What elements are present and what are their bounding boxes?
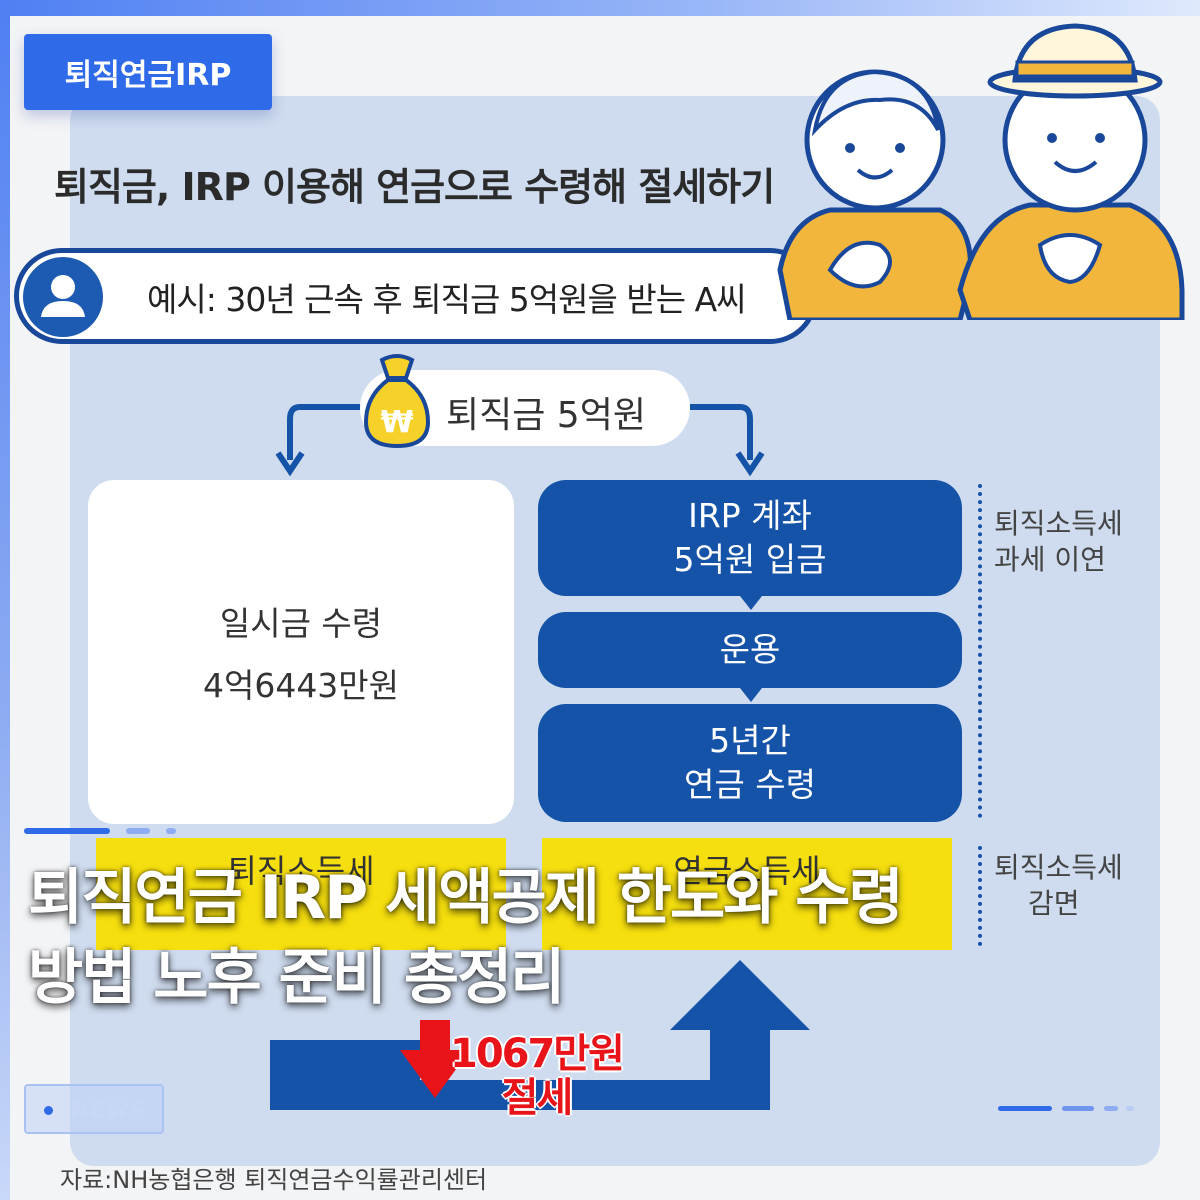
irp-step-2-line1: 운용 [719,630,781,669]
tax-savings-label: 1067만원 절세 [450,1031,625,1121]
severance-pay-label: 퇴직금 5억원 [446,395,646,436]
side-note-2-line1: 퇴직소득세 [994,851,1123,884]
top-accent-bar [0,0,1200,16]
pension-tax-box: 연금소득세 [542,838,952,950]
headline-line-2: 방법 노후 준비 총정리 [28,943,565,1013]
side-note-1-line2: 과세 이연 [994,543,1106,576]
source-caption: 자료:NH농협은행 퇴직연금수익률관리센터 [60,1166,488,1194]
seniors-illustration [777,23,1185,320]
example-text: 예시: 30년 근속 후 퇴직금 5억원을 받는 A씨 [147,280,747,319]
tax-deferral-note: 퇴직소득세 과세 이연 [994,506,1123,578]
irp-deposit-step: IRP 계좌 5억원 입금 [538,480,962,596]
pager-indicator[interactable] [1104,1106,1118,1111]
carousel-indicator[interactable] [126,828,150,834]
pager-indicator[interactable] [1126,1106,1134,1111]
dotted-divider [978,846,982,946]
tax-savings-arrows [270,960,810,1110]
money-bag-icon: ₩ [363,354,431,449]
side-note-2-line2: 감면 [1028,887,1080,920]
lump-sum-amount: 4억6443만원 [202,666,400,705]
split-arrows [275,404,765,477]
dotted-divider [978,484,982,818]
severance-pay-pill: ₩ 퇴직금 5억원 [360,354,690,449]
example-banner: 예시: 30년 근속 후 퇴직금 5억원을 받는 A씨 [14,248,818,344]
severance-tax-label: 퇴직소득세 [227,852,375,890]
irp-step-1-line1: IRP 계좌 [688,496,812,535]
side-note-1-line1: 퇴직소득세 [994,507,1123,540]
tax-reduction-note: 퇴직소득세 감면 [994,850,1123,922]
pension-tax-label: 연금소득세 [673,852,821,890]
news-tag[interactable]: NEWS [24,1084,164,1134]
tax-savings-amount: 1067만원 [450,1031,625,1077]
step-connector [740,688,762,702]
tax-savings-caption: 절세 [501,1075,574,1121]
pager-indicator[interactable] [1062,1106,1094,1111]
article-headline: 퇴직연금 IRP 세액공제 한도와 수령 방법 노후 준비 총정리 [28,858,904,1018]
news-label: NEWS [70,1098,149,1122]
left-accent-bar [0,0,10,1200]
category-badge[interactable]: 퇴직연금IRP [24,34,272,110]
person-icon [23,257,103,337]
pager-indicator-active[interactable] [998,1106,1052,1111]
news-dot-icon [44,1106,53,1115]
irp-invest-step: 운용 [538,612,962,688]
carousel-indicator[interactable] [166,828,176,834]
irp-step-1-line2: 5억원 입금 [673,540,827,579]
lump-sum-title: 일시금 수령 [219,604,383,643]
irp-step-3-line1: 5년간 [709,721,791,760]
infographic-title: 퇴직금, IRP 이용해 연금으로 수령해 절세하기 [54,165,775,209]
step-connector [740,596,762,610]
severance-tax-box: 퇴직소득세 [96,838,506,950]
carousel-indicator-active[interactable] [24,828,110,834]
lump-sum-box: 일시금 수령 4억6443만원 [88,480,514,824]
irp-pension-step: 5년간 연금 수령 [538,704,962,822]
irp-step-3-line2: 연금 수령 [684,765,816,804]
headline-line-1: 퇴직연금 IRP 세액공제 한도와 수령 [28,863,904,933]
svg-text:₩: ₩ [380,405,413,440]
